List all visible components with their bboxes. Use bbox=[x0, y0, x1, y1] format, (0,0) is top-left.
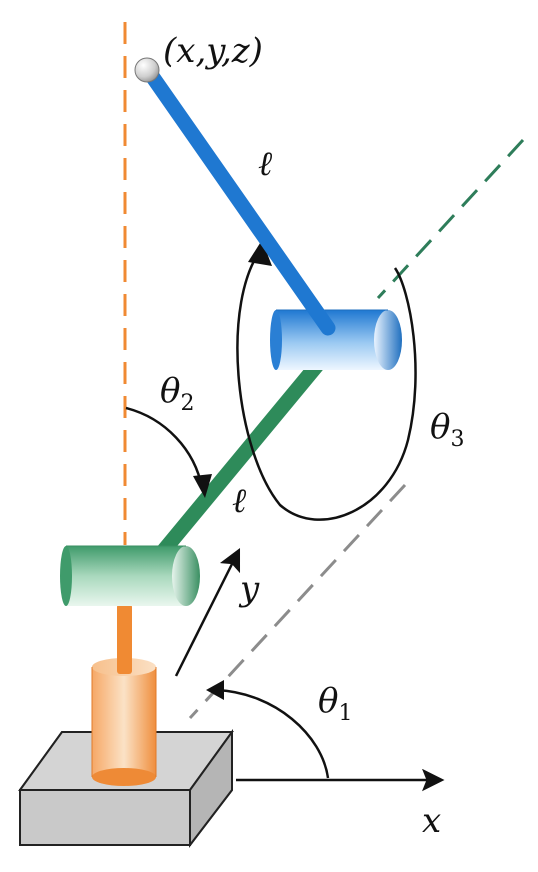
theta1-symbol: θ bbox=[318, 681, 338, 721]
y-axis-label: y bbox=[238, 569, 260, 609]
theta2-subscript: 2 bbox=[180, 391, 194, 416]
y-axis-arrow bbox=[174, 547, 241, 677]
theta2-arrowhead bbox=[193, 474, 212, 498]
elbow-joint-cylinder bbox=[270, 309, 402, 370]
end-effector-coordinates-label: (x,y,z) bbox=[163, 31, 263, 71]
green-reference-line bbox=[376, 138, 525, 300]
theta3-rotation-arc bbox=[236, 246, 417, 521]
theta2-label: θ2 bbox=[160, 371, 194, 416]
theta3-subscript: 3 bbox=[450, 427, 464, 452]
theta3-arrowhead bbox=[248, 240, 272, 266]
theta2-arc bbox=[125, 406, 204, 489]
base-cylinder bbox=[91, 658, 157, 786]
upper-link bbox=[144, 68, 336, 336]
gray-reference-line bbox=[188, 483, 407, 720]
lower-link bbox=[152, 344, 336, 563]
theta1-subscript: 1 bbox=[338, 701, 352, 726]
theta2-symbol: θ bbox=[160, 371, 180, 411]
theta1-arrowhead bbox=[206, 680, 224, 700]
theta1-label: θ1 bbox=[318, 681, 352, 726]
x-axis-label: x bbox=[422, 801, 441, 841]
lower-link-length-label: ℓ bbox=[232, 481, 246, 521]
theta3-label: θ3 bbox=[430, 407, 464, 452]
theta1-arc bbox=[216, 688, 330, 779]
upper-link-length-label: ℓ bbox=[258, 144, 272, 184]
shoulder-joint-cylinder bbox=[60, 545, 200, 606]
base-post bbox=[117, 604, 132, 674]
theta3-symbol: θ bbox=[430, 407, 450, 447]
sphere-icon bbox=[134, 57, 160, 83]
